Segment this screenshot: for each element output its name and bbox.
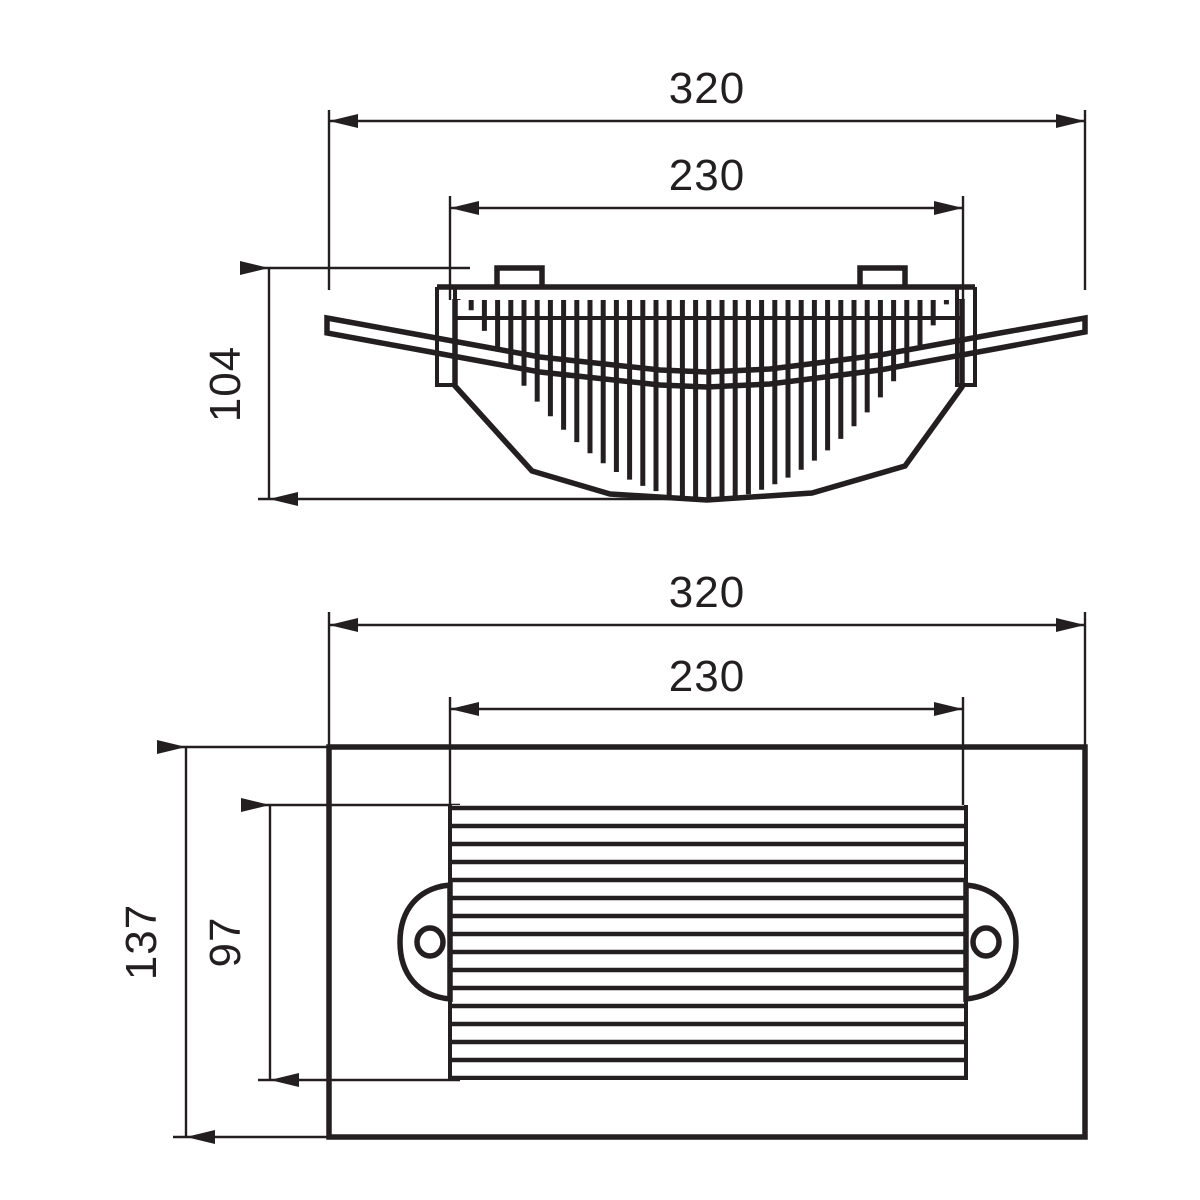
dimension-label-104-front: 104 (201, 346, 250, 422)
dimension-label-97-plan: 97 (201, 917, 250, 968)
bowl-ribs (455, 299, 963, 500)
mounting-tab-left (494, 265, 545, 287)
bracket-right-body (963, 881, 1019, 1003)
bracket-right-hole (970, 925, 1002, 959)
mounting-bracket-right (963, 881, 1019, 1003)
dimension-front-height: 104 (201, 261, 700, 506)
dimension-plan-width-inner: 230 (448, 652, 965, 812)
dimension-label-230-plan: 230 (669, 652, 745, 701)
mounting-tab-right (857, 265, 908, 287)
dimension-front-width-inner: 230 (448, 151, 965, 300)
bracket-left-body (397, 881, 453, 1003)
plan-outer-rectangle (326, 744, 1088, 1140)
plan-ribbed-panel (448, 805, 968, 1080)
blade-body (324, 314, 1088, 390)
curved-front-blade (324, 314, 1088, 390)
shade-bowl-front (452, 299, 965, 503)
bottom-view-group: 320 230 137 97 (117, 568, 1088, 1144)
plan-ribs (450, 805, 966, 1080)
dimension-label-137-plan: 137 (117, 904, 166, 980)
panel-fill (450, 805, 966, 1080)
dimension-label-230-front: 230 (669, 151, 745, 200)
dimension-label-320-front: 320 (669, 64, 745, 113)
mounting-bracket-left (397, 881, 453, 1003)
bracket-left-hole (414, 925, 446, 959)
front-view-group: 320 230 104 (201, 64, 1088, 506)
dimension-plan-depth-inner: 97 (201, 798, 460, 1087)
dimension-label-320-plan: 320 (669, 568, 745, 617)
dimension-plan-width-outer: 320 (327, 568, 1087, 760)
dimension-front-width-outer: 320 (327, 64, 1087, 290)
dimension-plan-depth-outer: 137 (117, 740, 400, 1144)
